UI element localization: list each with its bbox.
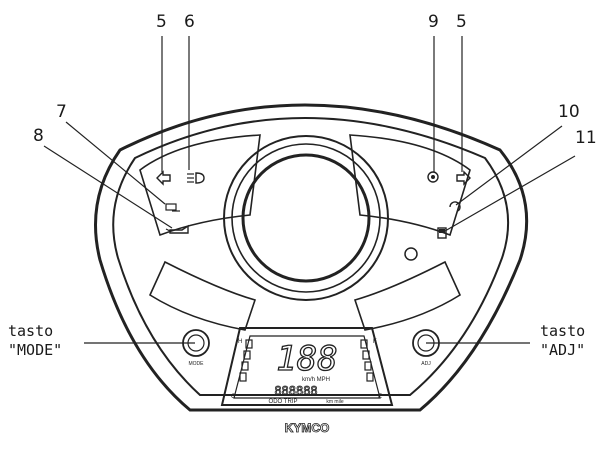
temp-cold-label: C xyxy=(231,394,236,400)
small-reset-knob xyxy=(404,247,418,261)
callout-9: 9 xyxy=(428,12,439,32)
lower-left-panel xyxy=(148,260,257,331)
callout-6: 6 xyxy=(184,12,195,32)
service-wrench-icon xyxy=(449,201,461,212)
fuel-gauge-bars xyxy=(360,339,374,382)
callout-5-right: 5 xyxy=(456,12,467,32)
adj-button-knob[interactable] xyxy=(412,329,440,357)
engine-check-icon xyxy=(165,203,180,212)
mode-button-label: tasto "MODE" xyxy=(8,322,62,360)
mode-label-line2: "MODE" xyxy=(8,341,63,359)
callout-leader-lines xyxy=(43,36,576,344)
fuel-pump-icon xyxy=(437,227,447,239)
cluster-outer-housing xyxy=(94,103,529,412)
callout-10: 10 xyxy=(558,102,580,122)
speedometer-bezel-outer xyxy=(223,135,389,301)
temp-gauge-bars xyxy=(239,339,253,382)
right-indicator-panel xyxy=(349,134,471,237)
brand-logo: KYMCO xyxy=(285,421,330,435)
left-indicator-panel xyxy=(139,134,261,237)
cluster-inner-housing xyxy=(112,117,510,396)
adj-label-line1: tasto xyxy=(540,322,586,340)
speedometer-bezel-mid xyxy=(231,143,381,293)
mode-button-knob[interactable] xyxy=(182,329,210,357)
right-turn-arrow-icon xyxy=(456,170,471,186)
adj-label-line2: "ADJ" xyxy=(540,341,586,359)
lcd-odometer: 888888 xyxy=(274,384,317,398)
lcd-odo-trip-label: ODO TRIP xyxy=(269,399,298,405)
callout-5-left: 5 xyxy=(156,12,167,32)
fuel-empty-label: E xyxy=(378,394,382,400)
adj-button-label: tasto "ADJ" xyxy=(540,322,585,360)
mode-knob-text: MODE xyxy=(189,361,205,367)
lower-right-panel xyxy=(353,260,462,331)
left-turn-arrow-icon xyxy=(156,170,171,186)
lcd-display xyxy=(220,327,394,406)
fuel-full-label: F xyxy=(373,339,377,345)
callout-7: 7 xyxy=(56,102,67,122)
speedometer-dial xyxy=(241,153,371,283)
high-beam-icon xyxy=(187,172,205,184)
temp-hot-label: H xyxy=(238,339,242,345)
lcd-digits: 188 xyxy=(276,339,337,379)
lcd-distance-unit: km mile xyxy=(326,399,343,405)
callout-11: 11 xyxy=(575,128,597,148)
lcd-speed-unit: km/h MPH xyxy=(302,377,330,383)
abs-warning-icon xyxy=(427,171,439,183)
oil-can-icon xyxy=(165,224,189,234)
adj-knob-text: ADJ xyxy=(421,361,431,367)
callout-8: 8 xyxy=(33,126,44,146)
mode-label-line1: tasto xyxy=(8,322,54,340)
